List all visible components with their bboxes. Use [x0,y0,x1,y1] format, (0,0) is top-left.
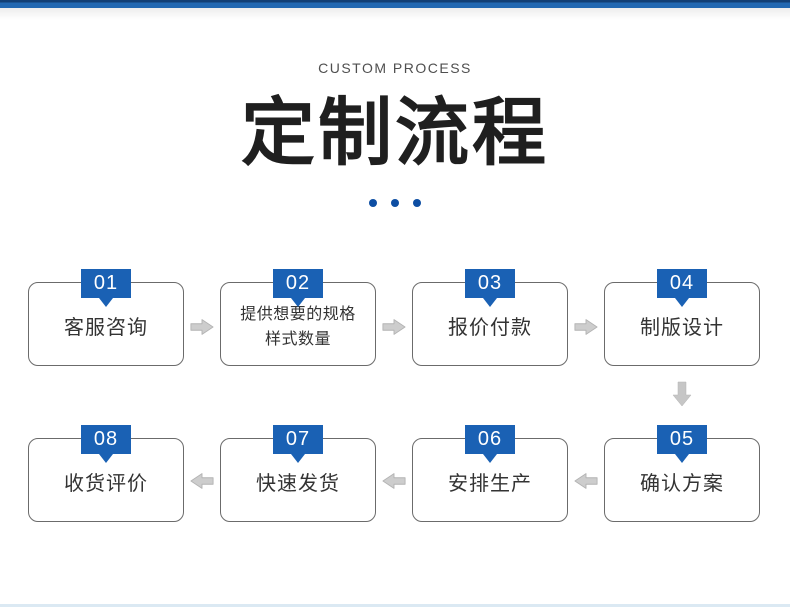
step-number-badge: 08 [81,425,131,463]
step-number: 02 [285,272,311,294]
step-card-06: 06 安排生产 [412,425,568,522]
step-number-badge: 07 [273,425,323,463]
badge-pointer-icon [99,454,113,463]
top-bar-shadow [0,8,790,20]
section-title: 定制流程 [241,91,549,174]
step-number-badge: 03 [465,269,515,307]
badge-pointer-icon [675,298,689,307]
step-number: 08 [93,428,119,450]
step-card-05: 05 确认方案 [604,425,760,522]
badge-pointer-icon [99,298,113,307]
arrow-right-icon [574,318,598,336]
arrow-left-icon [382,472,406,490]
step-label: 确认方案 [640,472,724,495]
step-number: 05 [669,428,695,450]
step-number: 07 [285,428,311,450]
step-label: 快速发货 [256,472,340,495]
badge-pointer-icon [675,454,689,463]
step-number-badge: 06 [465,425,515,463]
step-number: 04 [669,272,695,294]
step-number: 01 [93,272,119,294]
step-label: 客服咨询 [64,316,148,339]
arrow-left-icon [574,472,598,490]
arrow-right-icon [382,318,406,336]
step-label: 制版设计 [640,316,724,339]
top-accent-bar [0,0,790,8]
badge-pointer-icon [291,298,305,307]
arrow-down-icon [672,381,692,407]
step-card-08: 08 收货评价 [28,425,184,522]
dots-divider [0,199,790,207]
step-label: 报价付款 [448,316,532,339]
step-card-03: 03 报价付款 [412,269,568,366]
badge-pointer-icon [291,454,305,463]
step-label: 安排生产 [448,472,532,495]
step-number-badge: 04 [657,269,707,307]
badge-pointer-icon [483,298,497,307]
step-number: 03 [477,272,503,294]
section-subtitle: CUSTOM PROCESS [318,60,472,76]
step-card-04: 04 制版设计 [604,269,760,366]
step-label: 收货评价 [64,472,148,495]
step-number-badge: 02 [273,269,323,307]
arrow-left-icon [190,472,214,490]
step-number: 06 [477,428,503,450]
arrow-right-icon [190,318,214,336]
badge-pointer-icon [483,454,497,463]
dot-icon [391,199,399,207]
step-card-02: 02 提供想要的规格 样式数量 [220,269,376,366]
dot-icon [413,199,422,207]
step-number-badge: 01 [81,269,131,307]
bottom-accent-line [0,604,790,607]
step-card-01: 01 客服咨询 [28,269,184,366]
dot-icon [368,199,377,207]
step-number-badge: 05 [657,425,707,463]
step-card-07: 07 快速发货 [220,425,376,522]
step-label: 提供想要的规格 样式数量 [240,306,356,348]
